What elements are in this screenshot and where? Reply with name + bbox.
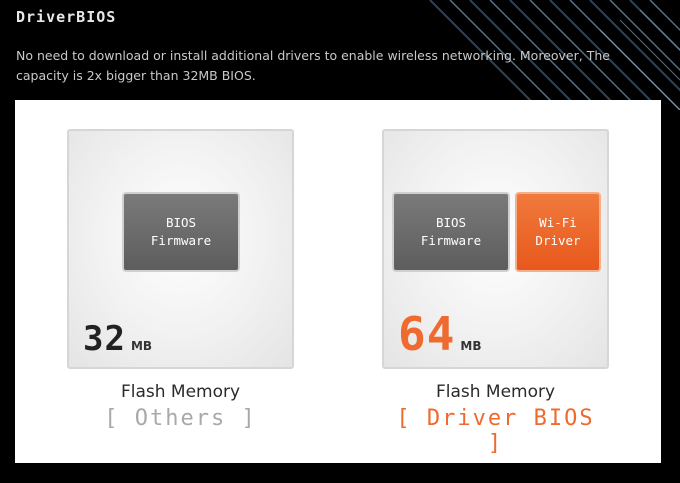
bios-firmware-block: BIOS Firmware bbox=[122, 192, 240, 272]
capacity-value: 64 bbox=[398, 307, 456, 361]
capacity-unit: MB bbox=[130, 339, 153, 353]
capacity-unit: MB bbox=[460, 339, 482, 353]
driver-bios-label: [ Driver BIOS ] bbox=[396, 406, 595, 456]
driverbios-flash-card: BIOS Firmware Wi-Fi Driver 64 MB bbox=[382, 129, 609, 369]
decorative-stripes bbox=[429, 0, 680, 110]
comparison-panel: BIOS Firmware 32 MB Flash Memory [ Other… bbox=[15, 100, 661, 463]
others-label: [ Others ] bbox=[104, 406, 257, 431]
flash-memory-label: Flash Memory bbox=[120, 382, 241, 402]
page-description: No need to download or install additiona… bbox=[16, 48, 610, 83]
bios-firmware-block: BIOS Firmware bbox=[392, 192, 510, 272]
bios-firmware-label: BIOS Firmware bbox=[150, 215, 212, 248]
wifi-driver-block: Wi-Fi Driver bbox=[515, 192, 601, 272]
others-flash-card: BIOS Firmware 32 MB bbox=[67, 129, 294, 369]
bios-firmware-label: BIOS Firmware bbox=[420, 215, 482, 248]
page-title: DriverBIOS bbox=[16, 8, 117, 26]
capacity-readout: 32 MB bbox=[83, 319, 152, 359]
flash-memory-label: Flash Memory bbox=[435, 382, 556, 402]
capacity-value: 32 bbox=[83, 319, 126, 359]
capacity-readout: 64 MB bbox=[398, 307, 481, 361]
wifi-driver-label: Wi-Fi Driver bbox=[535, 215, 581, 248]
